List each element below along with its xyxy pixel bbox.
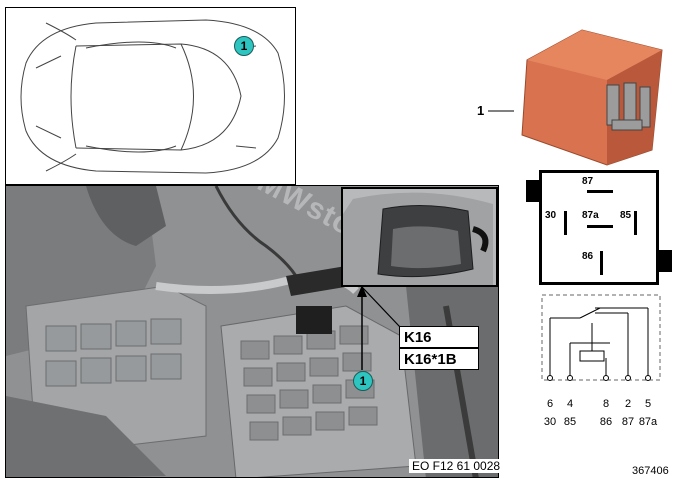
terminal-number: 4: [566, 398, 574, 410]
pin-87: [587, 190, 613, 193]
terminal-function: 87a: [638, 416, 658, 428]
terminal-number: 2: [624, 398, 632, 410]
pin-87a-label: 87a: [582, 210, 599, 221]
label-leader-line: [361, 286, 401, 328]
terminal-function: 87: [621, 416, 635, 428]
reference-number: 367406: [632, 465, 669, 477]
part-leader-line: [488, 110, 514, 112]
vehicle-location-panel: 1: [5, 7, 296, 185]
pin-87a: [587, 225, 613, 228]
trunk-inset-photo: [341, 187, 498, 287]
terminal-function: 30: [543, 416, 557, 428]
pin-30-label: 30: [545, 210, 557, 221]
pin-86-label: 86: [582, 251, 594, 262]
pin-86: [600, 251, 603, 275]
pin-85-label: 85: [620, 210, 632, 221]
pin-85: [634, 211, 637, 235]
relay-part-image: [521, 29, 663, 166]
callout-marker-photo: 1: [353, 371, 373, 391]
pin-30: [564, 211, 567, 235]
location-arrow: [357, 285, 367, 370]
terminal-function: 86: [599, 416, 613, 428]
relay-label-k16-1b: K16*1B: [399, 348, 479, 370]
document-code: EO F12 61 0028: [409, 459, 504, 473]
callout-marker: 1: [234, 36, 254, 56]
terminal-number: 5: [644, 398, 652, 410]
relay-tab-left: [526, 180, 540, 202]
relay-pin-diagram: 87 30 87a 85 86: [539, 170, 659, 285]
terminal-number: 6: [546, 398, 554, 410]
relay-tab-right: [658, 250, 672, 272]
relay-schematic: [541, 294, 661, 381]
terminal-number: 8: [602, 398, 610, 410]
relay-label-k16: K16: [399, 326, 479, 348]
engine-bay-illustration: [6, 186, 498, 477]
trunk-illustration: [343, 189, 496, 285]
pin-87-label: 87: [582, 176, 594, 187]
terminal-function: 85: [563, 416, 577, 428]
vehicle-outline-drawing: [20, 19, 285, 174]
part-number-label: 1: [477, 103, 485, 118]
